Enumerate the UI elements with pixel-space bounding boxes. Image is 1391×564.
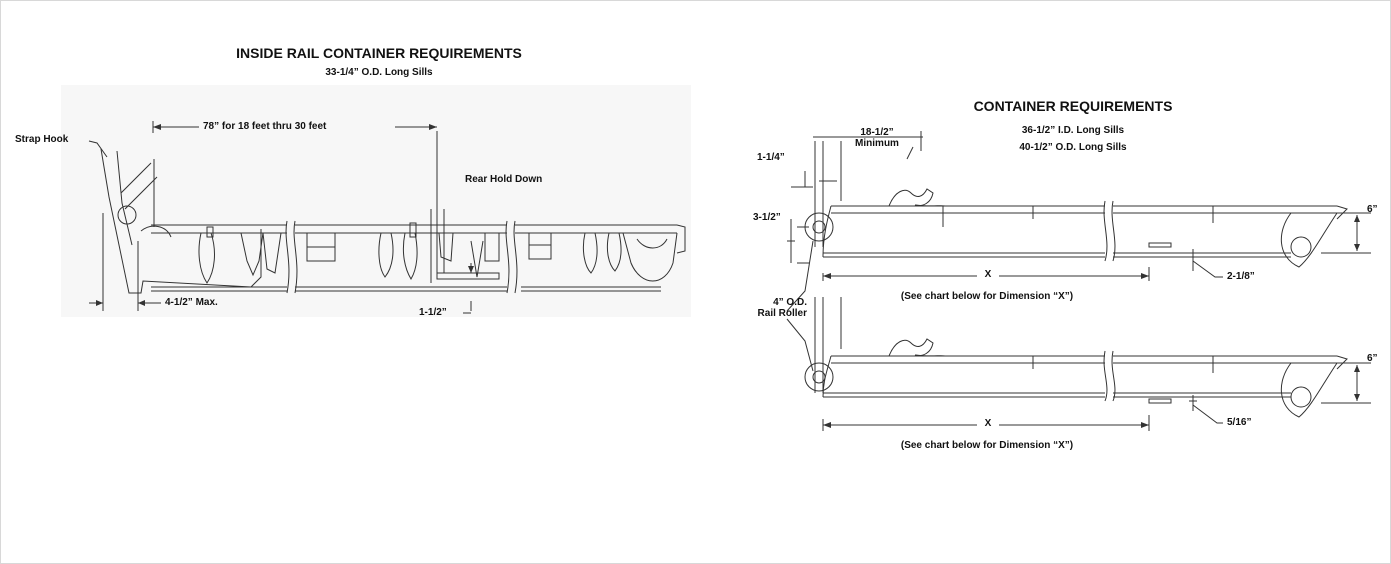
dim-1-quarter-label: 1-1/4” <box>757 152 785 163</box>
dim-6-bottom-label: 6” <box>1367 353 1378 364</box>
see-chart-bottom: (See chart below for Dimension “X”) <box>900 440 1074 451</box>
dim-18-half-label: 18-1/2” <box>860 127 894 138</box>
right-container-top-drawing <box>787 131 1371 281</box>
span-78-label: 78” for 18 feet thru 30 feet <box>203 121 327 132</box>
x-bottom-label: X <box>984 418 992 429</box>
max-4-half-label: 4-1/2” Max. <box>165 297 218 308</box>
dim-2-eighth-label: 2-1/8” <box>1227 271 1255 282</box>
dim-3-half-label: 3-1/2” <box>753 212 781 223</box>
rear-hold-down-label: Rear Hold Down <box>465 174 543 185</box>
right-subtitle-id: 36-1/2” I.D. Long Sills <box>1021 125 1125 136</box>
roller-size-label: 4” O.D. <box>773 297 807 308</box>
dim-6-top-label: 6” <box>1367 204 1378 215</box>
left-title: INSIDE RAIL CONTAINER REQUIREMENTS <box>236 45 522 61</box>
left-container-drawing <box>61 85 691 317</box>
x-top-label: X <box>984 269 992 280</box>
dim-1-half-label: 1-1/2” <box>419 307 447 318</box>
right-container-bottom-drawing <box>787 241 1371 431</box>
see-chart-top: (See chart below for Dimension “X”) <box>900 291 1074 302</box>
minimum-label: Minimum <box>855 138 899 149</box>
dim-5-16-label: 5/16” <box>1227 417 1252 428</box>
left-subtitle: 33-1/4” O.D. Long Sills <box>325 67 433 78</box>
right-subtitle-od: 40-1/2” O.D. Long Sills <box>1019 142 1127 153</box>
strap-hook-label: Strap Hook <box>15 134 69 145</box>
rail-roller-label: Rail Roller <box>757 308 807 319</box>
right-title: CONTAINER REQUIREMENTS <box>973 98 1173 114</box>
